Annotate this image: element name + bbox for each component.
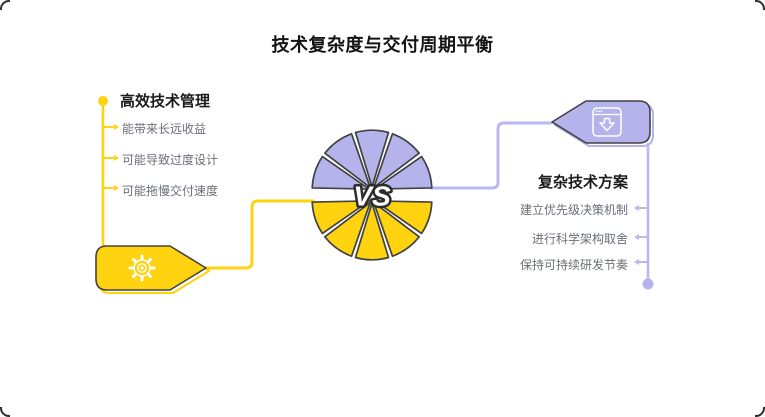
yellow-badge <box>95 245 210 294</box>
flower-top-half <box>311 129 433 190</box>
right-tick-lines <box>638 207 649 263</box>
flower-petal <box>354 202 390 261</box>
browser-window-frame <box>592 107 622 137</box>
left-tick-arrowheads <box>114 124 119 191</box>
flower-petal <box>372 132 420 189</box>
flower-petal <box>374 200 433 235</box>
purple-spine-dot <box>642 278 654 290</box>
right-tick-arrow-1 <box>634 205 639 211</box>
left-item-3: 可能拖慢交付速度 <box>122 184 219 198</box>
purple-badge-shape <box>551 100 651 144</box>
left-item-2: 可能导致过度设计 <box>122 153 219 167</box>
yellow-spine-dot <box>98 96 108 106</box>
purple-badge <box>551 100 654 147</box>
flower-petal <box>374 155 433 190</box>
flower-bottom-half <box>311 200 433 261</box>
download-arrow <box>599 117 615 132</box>
diagram-title: 技术复杂度与交付周期平衡 <box>271 35 494 55</box>
left-tick-arrow-1 <box>114 124 119 130</box>
gear-outer-ring <box>133 259 151 277</box>
browser-download-icon <box>592 107 622 137</box>
right-item-1: 建立优先级决策机制 <box>519 203 628 217</box>
vs-badge: VS <box>353 181 391 212</box>
right-item-2: 进行科学架构取舍 <box>531 232 628 246</box>
yellow-connector <box>204 199 315 270</box>
flower-petal <box>354 129 390 188</box>
right-tick-arrow-3 <box>634 259 639 265</box>
purple-connector <box>429 121 553 190</box>
left-heading: 高效技术管理 <box>120 93 211 110</box>
flower-petal <box>372 201 420 258</box>
left-tick-lines <box>103 126 114 189</box>
left-tick-arrow-2 <box>114 155 119 161</box>
left-item-1: 能带来长远收益 <box>122 122 207 136</box>
gear-icon <box>128 254 156 282</box>
flower-petal <box>311 200 370 235</box>
gear-inner-ring <box>137 263 147 273</box>
flower-petal <box>324 201 372 258</box>
right-tick-arrow-2 <box>634 234 639 240</box>
flower-petal <box>324 132 372 189</box>
right-heading: 复杂技术方案 <box>537 174 628 191</box>
right-item-3: 保持可持续研发节奏 <box>519 258 628 272</box>
right-tick-arrowheads <box>634 205 639 265</box>
left-tick-arrow-3 <box>114 185 119 191</box>
gear-center-dot <box>140 266 144 270</box>
gear-teeth <box>128 254 156 282</box>
browser-titlebar-dots <box>595 110 603 113</box>
flower-petal <box>311 155 370 190</box>
